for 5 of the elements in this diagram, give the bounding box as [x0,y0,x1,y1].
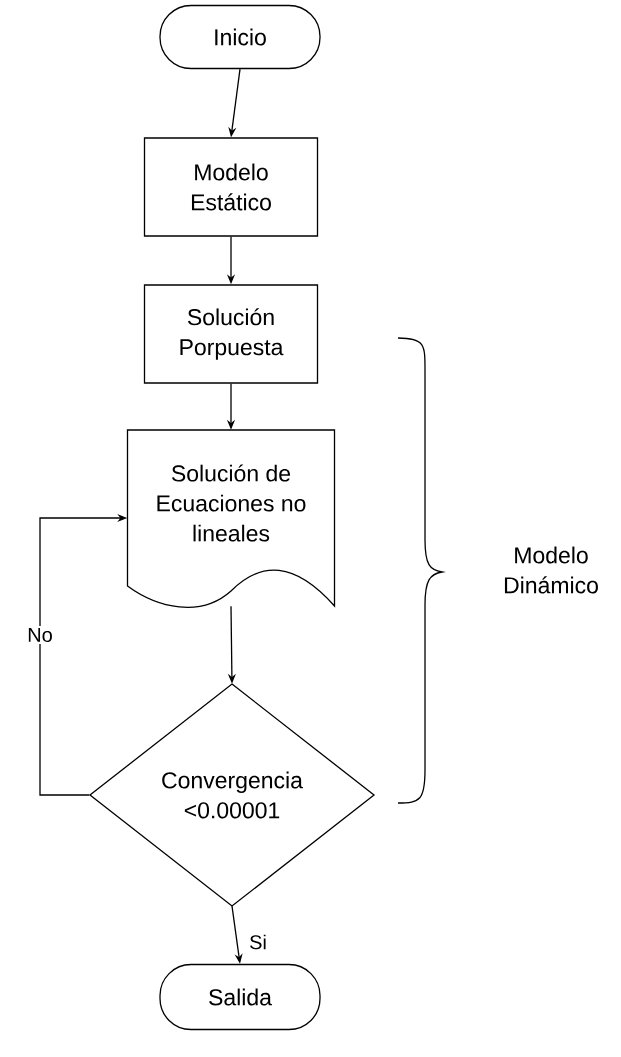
edge-label: No [25,626,55,644]
process-box: Solución Porpuesta [143,284,319,384]
edge-label: Si [247,932,269,952]
process-box: Modelo Estático [143,137,319,237]
brace-label: Modelo Dinámico [504,546,598,594]
